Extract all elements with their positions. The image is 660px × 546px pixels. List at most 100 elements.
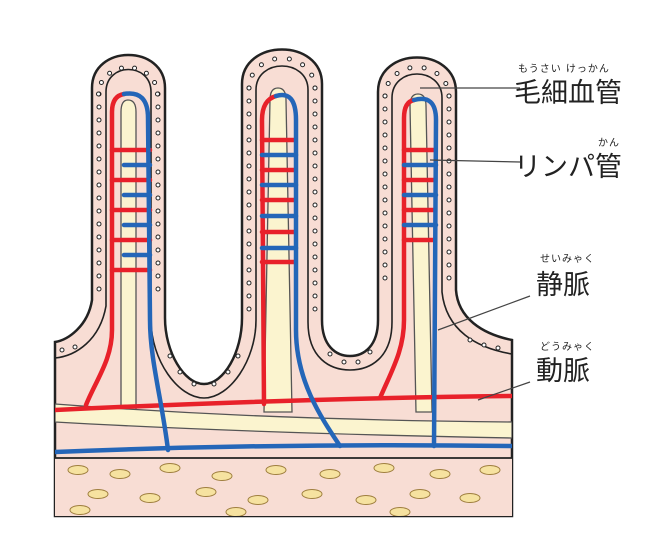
epithelial-cell <box>382 275 388 281</box>
epithelial-cell <box>272 56 278 62</box>
fat-cell <box>429 469 451 479</box>
epithelial-cells <box>59 56 501 387</box>
epithelial-cell <box>96 260 102 266</box>
epithelial-cell <box>443 81 449 87</box>
epithelial-cell <box>249 72 255 78</box>
epithelial-cell <box>246 150 252 156</box>
epithelial-cell <box>191 381 197 387</box>
epithelial-cell <box>155 286 161 292</box>
vein-network <box>55 91 512 455</box>
epithelial-cell <box>98 79 104 85</box>
epithelial-cell <box>211 381 217 387</box>
epithelial-cell <box>155 234 161 240</box>
epithelial-cell <box>155 260 161 266</box>
vein-leader <box>437 295 531 331</box>
epithelial-cell <box>246 137 252 143</box>
epithelial-cell <box>312 228 318 234</box>
epithelial-cell <box>312 98 318 104</box>
lymph-ruby: かん <box>598 137 620 149</box>
epithelial-cell <box>495 345 501 351</box>
capillary-ruby: もうさい けっかん <box>518 63 610 75</box>
epithelial-cell <box>96 234 102 240</box>
epithelial-cell <box>96 195 102 201</box>
epithelial-cell <box>312 163 318 169</box>
epithelial-cell <box>96 156 102 162</box>
fat-cell <box>409 489 431 499</box>
epithelial-cell <box>225 369 231 375</box>
fat-cell <box>109 469 131 479</box>
epithelial-cell <box>155 273 161 279</box>
fat-cell <box>265 465 287 475</box>
epithelial-cell <box>143 70 149 76</box>
epithelial-cell <box>446 171 452 177</box>
fat-cell <box>211 471 233 481</box>
epithelial-cell <box>382 236 388 242</box>
vein-label: 静脈 <box>536 270 590 301</box>
epithelial-cell <box>177 369 183 375</box>
epithelial-cell <box>446 119 452 125</box>
epithelial-cell <box>446 223 452 229</box>
epithelial-cell <box>446 236 452 242</box>
epithelial-cell <box>382 223 388 229</box>
epithelial-cell <box>467 337 473 343</box>
epithelial-cell <box>246 280 252 286</box>
epithelial-cell <box>394 70 400 76</box>
epithelial-cell <box>155 247 161 253</box>
vein-ruby: せいみゃく <box>540 253 595 265</box>
epithelial-cell <box>155 221 161 227</box>
epithelial-cell <box>246 85 252 91</box>
epithelial-cell <box>246 163 252 169</box>
fat-cells <box>67 463 501 516</box>
fat-cell <box>139 493 161 503</box>
epithelial-cell <box>382 119 388 125</box>
epithelial-cell <box>327 351 333 357</box>
epithelial-cell <box>246 293 252 299</box>
fat-cell <box>159 463 181 473</box>
epithelial-cell <box>446 275 452 281</box>
epithelial-cell <box>385 81 391 87</box>
epithelial-cell <box>246 241 252 247</box>
epithelial-cell <box>246 254 252 260</box>
epithelial-cell <box>446 249 452 255</box>
fat-cell <box>479 465 501 475</box>
epithelial-cell <box>312 267 318 273</box>
epithelial-cell <box>382 197 388 203</box>
epithelial-cell <box>446 197 452 203</box>
epithelial-cell <box>446 145 452 151</box>
epithelial-cell <box>96 169 102 175</box>
epithelial-cell <box>96 117 102 123</box>
epithelial-cell <box>312 111 318 117</box>
epithelial-cell <box>382 249 388 255</box>
epithelial-cell <box>312 176 318 182</box>
epithelial-cell <box>434 70 440 76</box>
fat-cell <box>389 507 411 516</box>
epithelial-cell <box>312 215 318 221</box>
fat-cell <box>373 463 395 473</box>
epithelial-cell <box>96 247 102 253</box>
epithelial-cell <box>96 143 102 149</box>
epithelial-cell <box>96 221 102 227</box>
epithelial-cell <box>96 130 102 136</box>
epithelial-cell <box>481 342 487 348</box>
epithelial-cell <box>382 158 388 164</box>
epithelial-cell <box>155 130 161 136</box>
epithelial-cell <box>246 111 252 117</box>
epithelial-cell <box>155 208 161 214</box>
epithelial-cell <box>155 91 160 97</box>
epithelial-cell <box>96 273 102 279</box>
epithelial-cell <box>382 132 388 138</box>
epithelium-inner-line <box>55 65 512 399</box>
epithelial-cell <box>312 137 318 143</box>
epithelial-cell <box>246 124 252 130</box>
artery-ruby: どうみゃく <box>540 341 595 353</box>
epithelial-cell <box>155 169 161 175</box>
fat-cell <box>355 495 377 505</box>
epithelial-cell <box>286 56 292 62</box>
epithelial-cell <box>155 195 161 201</box>
epithelial-cell <box>96 91 101 97</box>
leader-lines <box>420 87 531 401</box>
epithelial-cell <box>446 106 452 112</box>
epithelial-cell <box>96 182 102 188</box>
epithelial-cell <box>341 359 347 365</box>
